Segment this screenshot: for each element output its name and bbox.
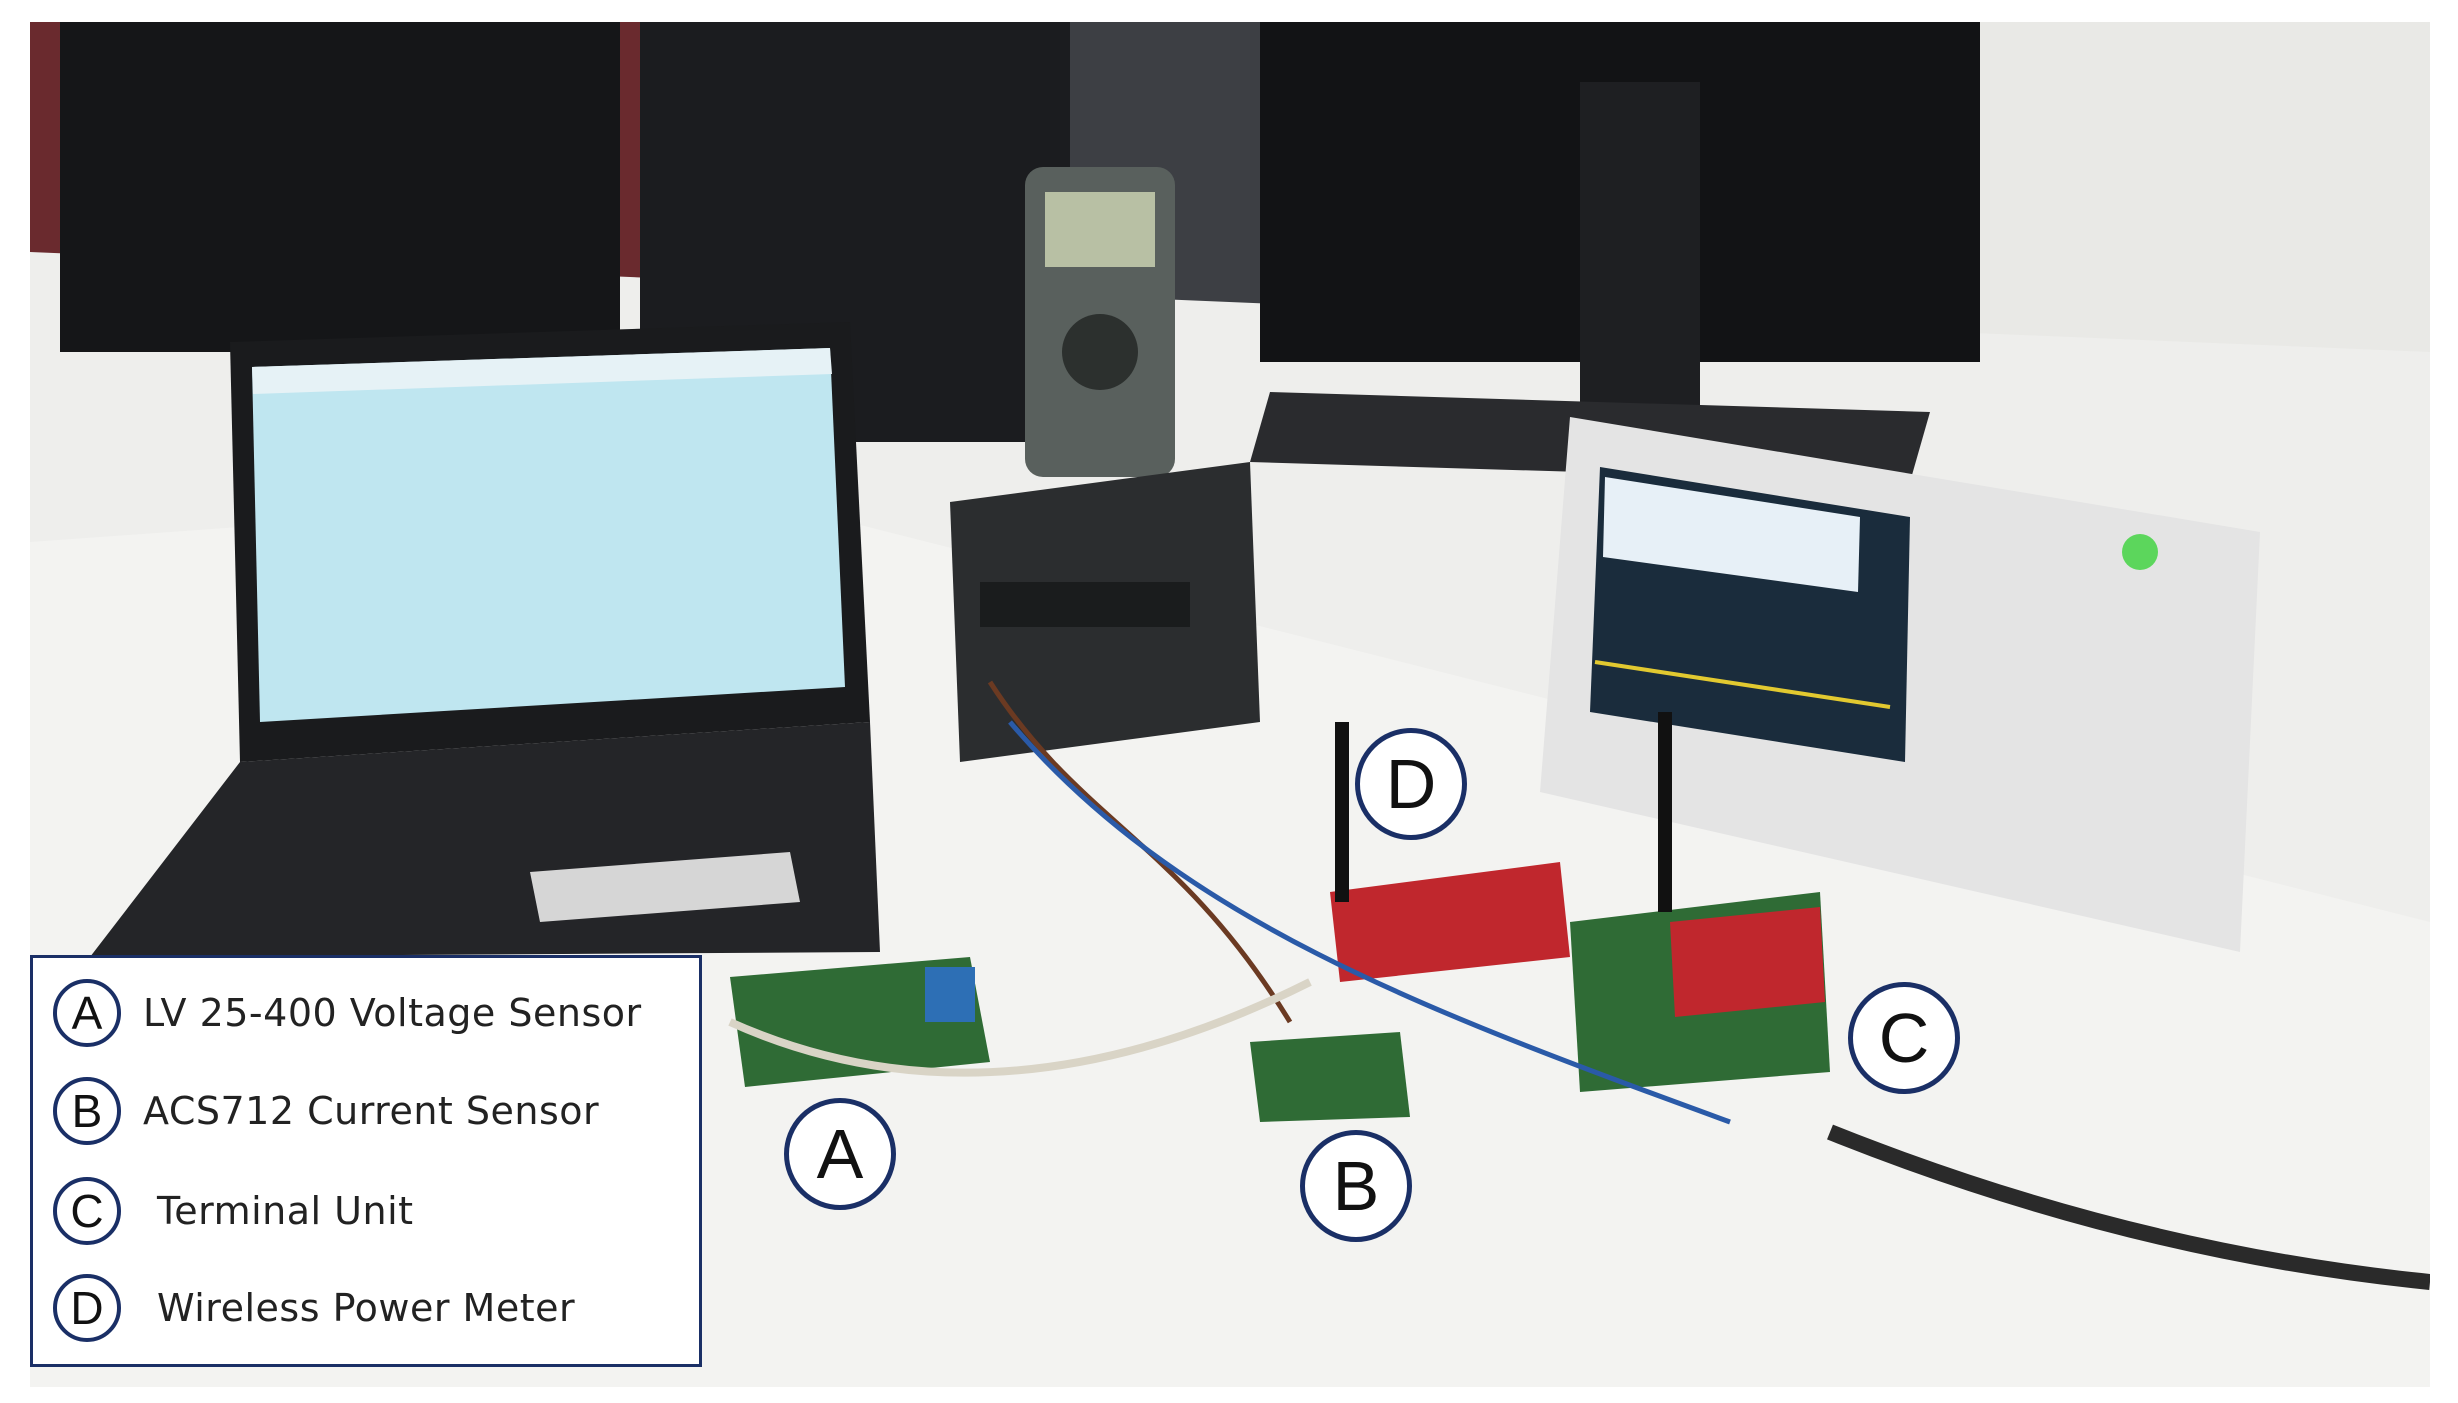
cable-blue (1008, 720, 1731, 1125)
callout-d: D (1355, 728, 1467, 840)
legend-item-d: D Wireless Power Meter (53, 1268, 575, 1348)
legend-label-d: Wireless Power Meter (157, 1286, 576, 1330)
legend-marker-b: B (53, 1077, 121, 1145)
monitor-left (60, 22, 620, 352)
terminal-unit-daughterboard (1670, 907, 1825, 1017)
laptop-screen (252, 348, 845, 722)
oscilloscope-indicator (2122, 534, 2158, 570)
multimeter-dial (1062, 314, 1138, 390)
voltage-sensor-module (925, 967, 975, 1022)
power-supply-display (980, 582, 1190, 627)
legend-label-c: Terminal Unit (157, 1189, 414, 1233)
legend-label-b: ACS712 Current Sensor (143, 1089, 600, 1133)
current-sensor-board (1250, 1032, 1410, 1122)
laptop-sticker (530, 852, 800, 922)
terminal-unit-antenna (1658, 712, 1672, 912)
legend-item-c: C Terminal Unit (53, 1171, 414, 1251)
legend-marker-d: D (53, 1274, 121, 1342)
callout-a: A (784, 1098, 896, 1210)
legend-label-a: LV 25-400 Voltage Sensor (143, 991, 642, 1035)
callout-c: C (1848, 982, 1960, 1094)
legend-item-b: B ACS712 Current Sensor (53, 1071, 599, 1151)
legend-marker-c: C (53, 1177, 121, 1245)
callout-b: B (1300, 1130, 1412, 1242)
oscilloscope-trace (1594, 660, 1891, 709)
cable-white (728, 978, 1312, 1077)
cable-black (1827, 1124, 2430, 1290)
laptop-toolbar (252, 348, 832, 394)
power-meter-antenna (1335, 722, 1349, 902)
wall-right-bright (1930, 22, 2430, 352)
multimeter-display (1045, 192, 1155, 267)
power-meter-board (1330, 862, 1570, 982)
legend-marker-a: A (53, 979, 121, 1047)
legend-item-a: A LV 25-400 Voltage Sensor (53, 973, 642, 1053)
legend: A LV 25-400 Voltage Sensor B ACS712 Curr… (30, 955, 702, 1367)
oscilloscope-trace-area (1603, 477, 1860, 592)
monitor-stand (1580, 82, 1700, 442)
